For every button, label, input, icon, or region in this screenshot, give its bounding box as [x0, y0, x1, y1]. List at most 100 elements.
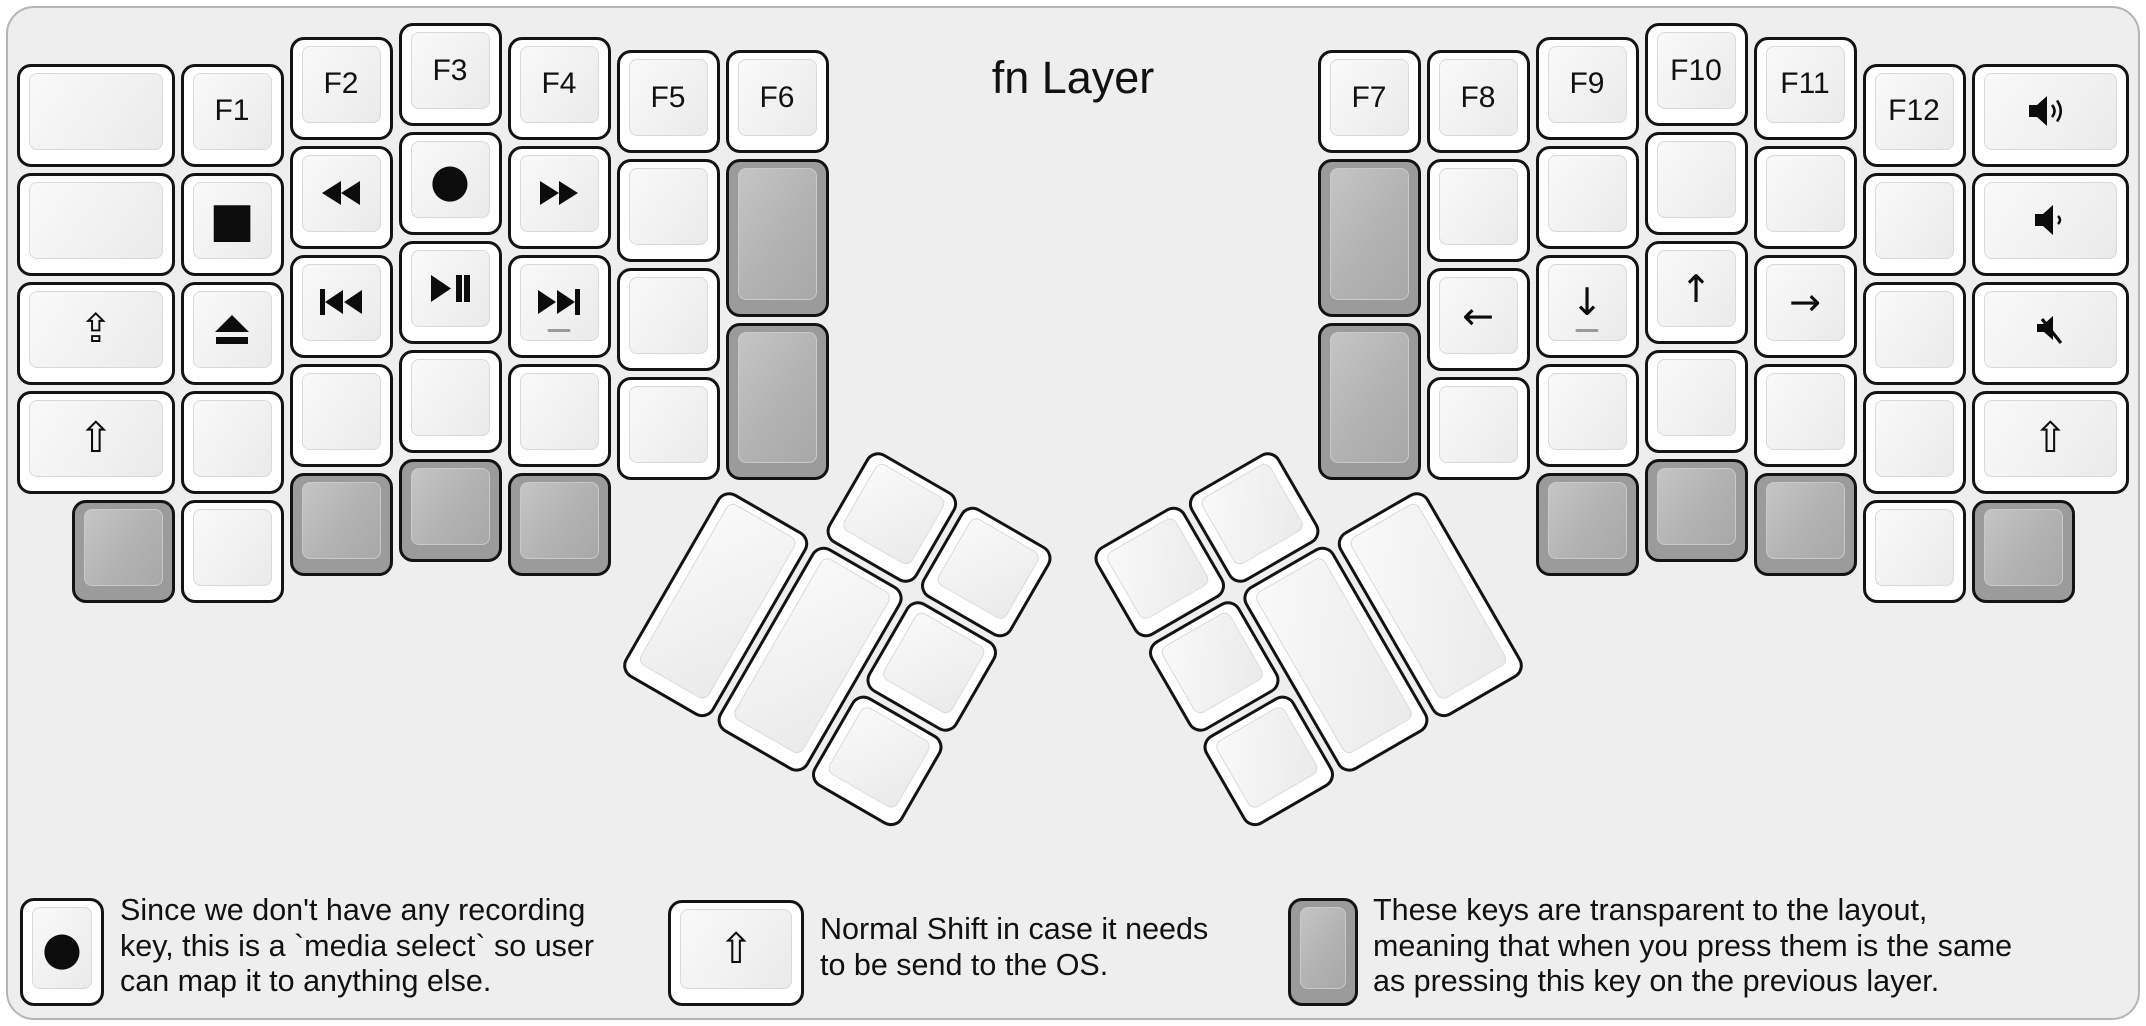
keycap-top: ⇧	[680, 909, 792, 989]
key-volume-up	[1971, 63, 2129, 167]
key-eject	[180, 281, 284, 385]
key-f3: F3	[398, 23, 502, 126]
keycap-top	[1983, 181, 2117, 259]
key-blank	[616, 377, 720, 481]
keycap-top	[1329, 168, 1409, 300]
key-blank	[616, 268, 720, 372]
prev-track-icon	[320, 289, 362, 316]
legend-line: Normal Shift in case it needs	[820, 912, 1209, 946]
layer-title: fn Layer	[991, 52, 1155, 103]
keycap-top	[1874, 290, 1954, 368]
caps-lock-icon: ⇪	[78, 306, 113, 353]
key-blank	[17, 63, 175, 167]
keycap-top	[1547, 154, 1627, 232]
keycap-top	[519, 481, 599, 559]
keycap-top	[1656, 468, 1736, 545]
keycap-top: F3	[410, 32, 490, 109]
keycap-top: ⇪	[29, 290, 163, 368]
keycap-top: ←	[1438, 277, 1518, 355]
keycap-top	[1765, 154, 1845, 232]
key-blank	[725, 322, 829, 481]
keycap-top: ●	[32, 907, 92, 989]
shift-icon: ⇧	[78, 413, 114, 463]
key-blank	[1971, 499, 2075, 603]
key-f1: F1	[180, 63, 284, 167]
key-f2: F2	[289, 36, 393, 140]
key-arrow-right: →	[1753, 254, 1857, 358]
key-caps-lock: ⇪	[17, 281, 175, 385]
arrow-right-icon: →	[1789, 280, 1821, 325]
key-blank	[1426, 377, 1530, 481]
key-prev-track	[289, 254, 393, 358]
key-f6: F6	[725, 50, 829, 154]
arrow-down-icon: ↓	[1571, 280, 1603, 325]
key-blank	[1862, 499, 1966, 603]
key-label: F1	[214, 94, 250, 128]
key-blank	[1535, 472, 1639, 576]
key-rewind	[289, 145, 393, 249]
homing-bump	[1575, 328, 1599, 332]
keycap-top	[192, 508, 272, 586]
volume-up-icon	[2029, 96, 2071, 127]
key-blank	[1862, 390, 1966, 494]
keycap-top: F4	[519, 45, 599, 123]
record-icon: ●	[41, 921, 83, 975]
key-f5: F5	[616, 50, 720, 154]
keycap-top	[410, 468, 490, 545]
key-volume-down	[1971, 172, 2129, 276]
keycap-top	[1983, 290, 2117, 368]
keycap-top	[1874, 181, 1954, 259]
keycap-top	[1300, 907, 1346, 989]
keycap-top	[737, 168, 817, 300]
keycap-top	[1983, 508, 2063, 586]
key-blank	[1644, 132, 1748, 235]
key-arrow-up: ↑	[1644, 241, 1748, 344]
keycap-top	[519, 263, 599, 341]
keycap-top	[519, 154, 599, 232]
key-label: F12	[1888, 94, 1940, 128]
key-shift: ⇧	[668, 900, 804, 1006]
mute-icon	[2034, 313, 2066, 345]
keycap-top	[1874, 508, 1954, 586]
key-mute	[1971, 281, 2129, 385]
key-blank	[180, 390, 284, 494]
key-stop: ■	[180, 172, 284, 276]
key-blank	[1317, 159, 1421, 317]
keycap-top	[301, 481, 381, 559]
key-blank	[1753, 363, 1857, 467]
keycap-top	[410, 250, 490, 327]
key-blank	[180, 499, 284, 603]
keycap-top	[1438, 168, 1518, 246]
key-label: F3	[432, 53, 468, 87]
keycap-top: ⇧	[29, 399, 163, 477]
keycap-top	[1765, 481, 1845, 559]
key-label: F10	[1670, 53, 1722, 87]
keycap-top	[1874, 399, 1954, 477]
keycap-top	[301, 263, 381, 341]
shift-icon: ⇧	[718, 924, 754, 973]
keycap-top	[410, 359, 490, 436]
key-blank	[1426, 159, 1530, 263]
arrow-up-icon: ↑	[1680, 266, 1712, 311]
keycap-top	[1656, 359, 1736, 436]
legend-line: can map it to anything else.	[120, 964, 492, 998]
legend-item-transparent-text: These keys are transparent to the layout…	[1373, 893, 2012, 1000]
key-label: F6	[759, 80, 795, 114]
keycap-top	[29, 181, 163, 259]
keycap-top	[1983, 72, 2117, 150]
keycap-top: F6	[737, 59, 817, 137]
key-blank	[1753, 472, 1857, 576]
key-blank	[507, 472, 611, 576]
key-label: F11	[1780, 67, 1830, 101]
key-blank	[289, 363, 393, 467]
keycap-top: F9	[1547, 45, 1627, 123]
keycap-top	[1765, 372, 1845, 450]
keycap-top	[192, 290, 272, 368]
keycap-top	[737, 331, 817, 464]
keycap-top	[29, 72, 163, 150]
keycap-top: ●	[410, 141, 490, 218]
key-arrow-left: ←	[1426, 268, 1530, 372]
keycap-top	[1547, 372, 1627, 450]
arrow-left-icon: ←	[1462, 293, 1494, 338]
